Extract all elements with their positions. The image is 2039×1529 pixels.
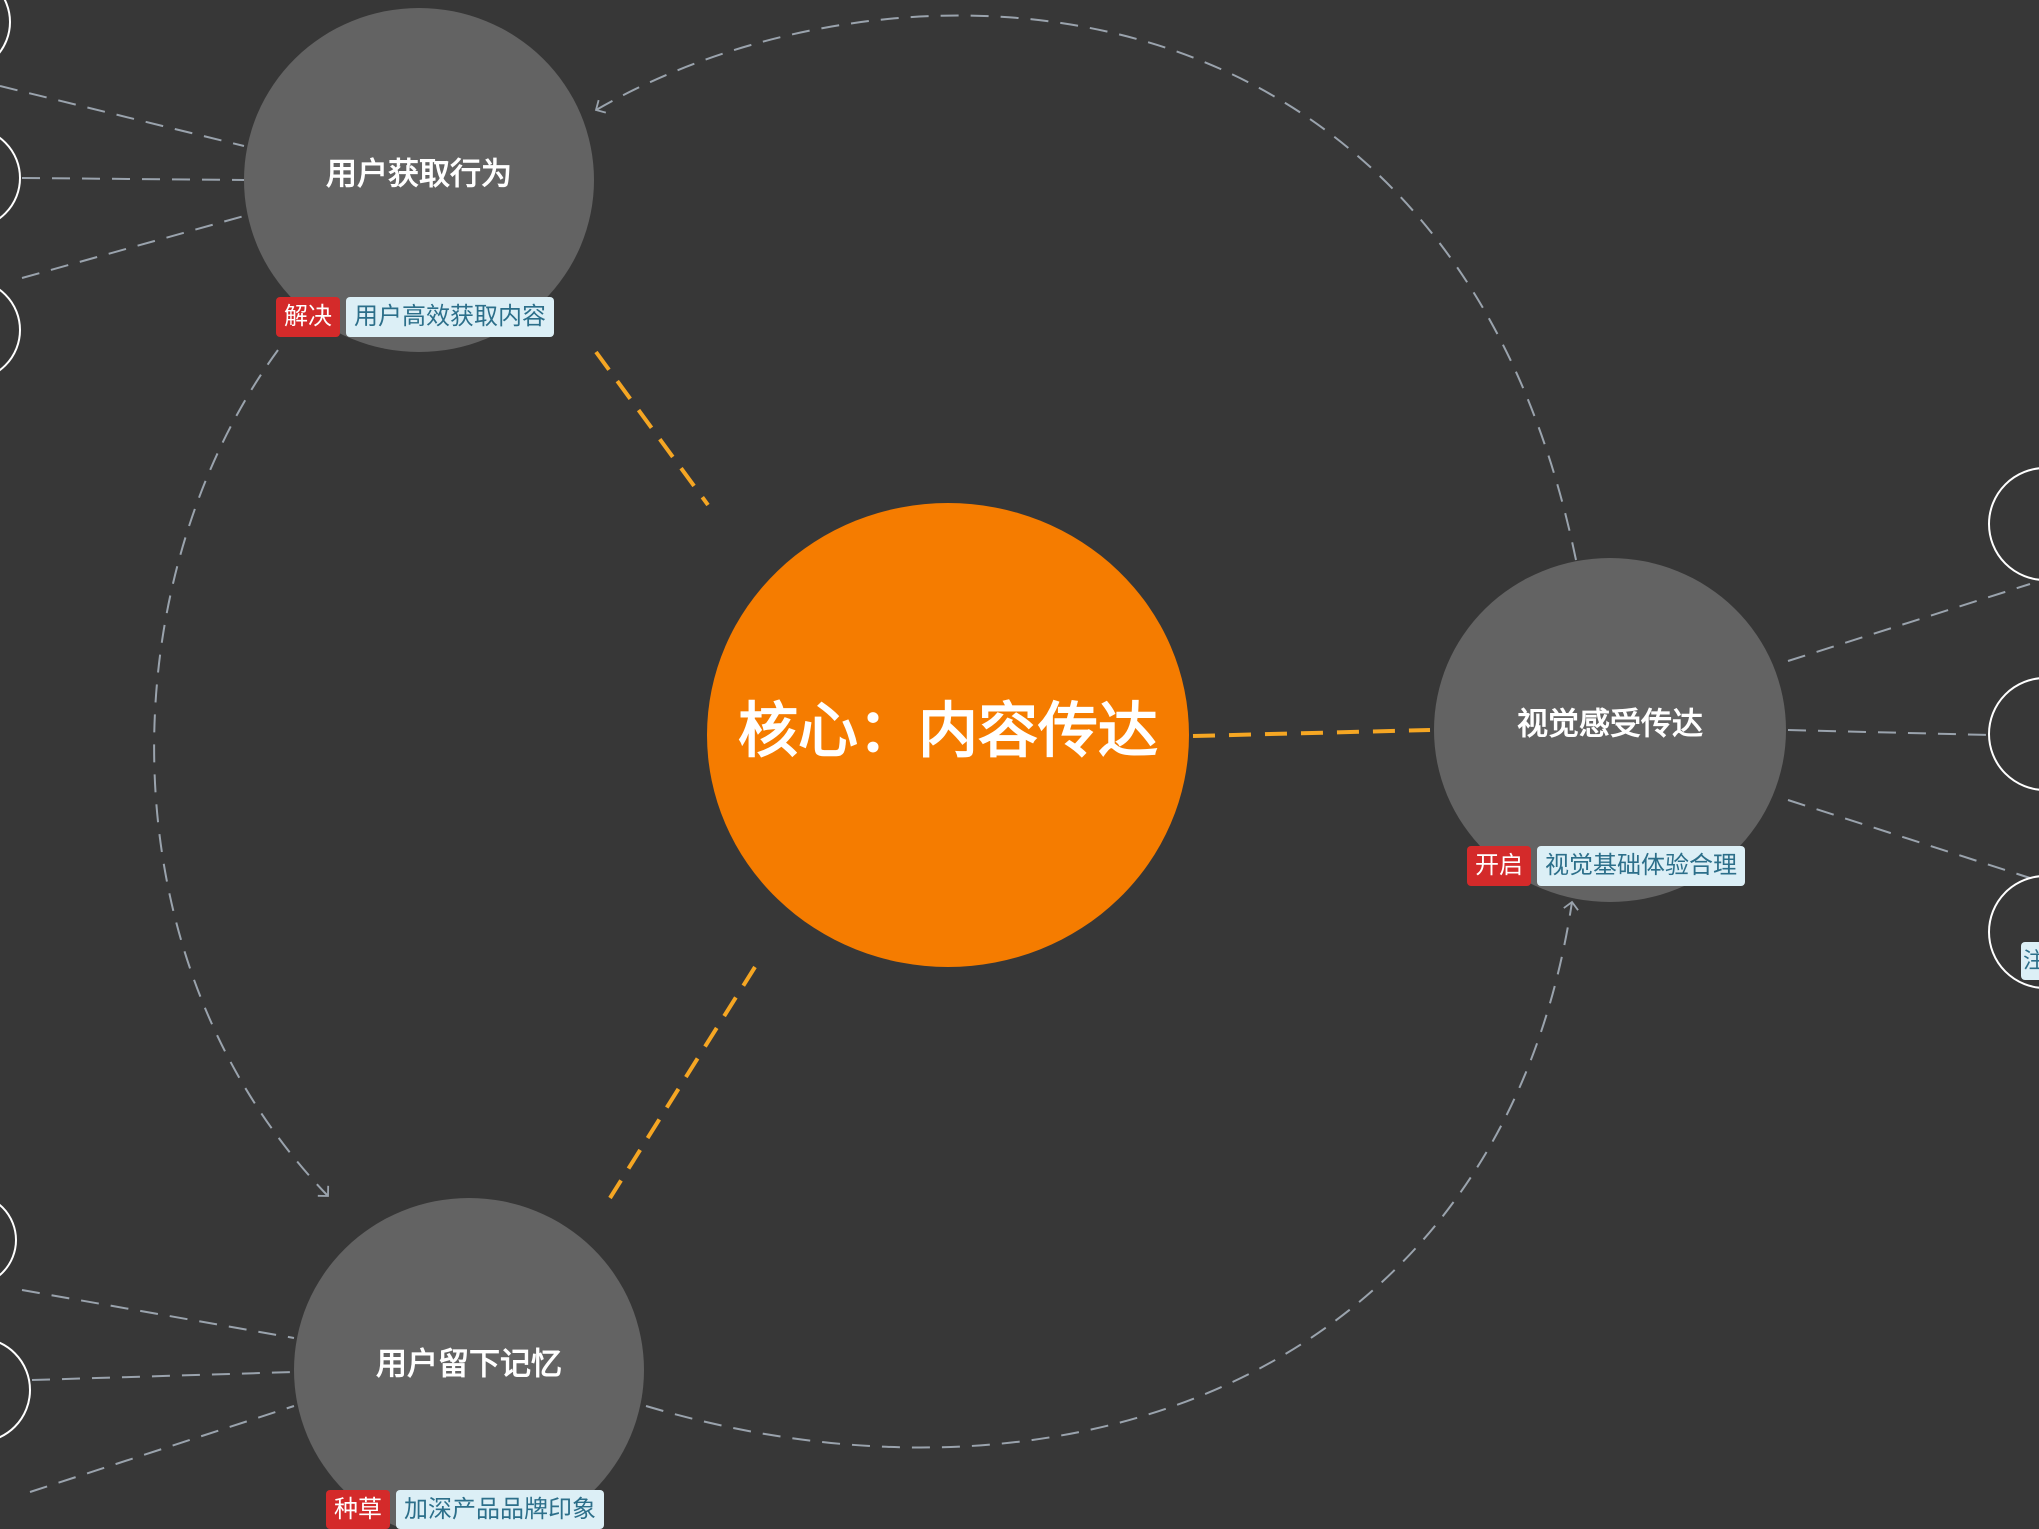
leaf-link [21,215,245,279]
leaf-links [0,85,2031,1493]
edge-circle[interactable] [0,280,21,380]
node-memory-tag-label: 种草 [334,1495,382,1523]
leaf-link [31,1371,295,1381]
node-memory-tag: 种草 加深产品品牌印象 [326,1490,604,1529]
edge-circle[interactable] [0,0,11,72]
core-link-memory [608,965,757,1200]
core-link-visual [1192,728,1431,738]
partial-edge-tag: 注 [2021,942,2039,980]
edge-circles [0,0,2039,1442]
edge-circle[interactable] [1988,677,2039,791]
leaf-link [21,177,245,181]
connector-visual-to-acquire [594,14,1577,561]
node-memory-title: 用户留下记忆 [376,1347,562,1383]
node-acquire-tag: 解决 用户高效获取内容 [276,297,554,337]
node-visual-tag: 开启 视觉基础体验合理 [1467,846,1745,886]
core-link-acquire [594,350,710,507]
partial-edge-tag-text: 注 [2023,949,2039,974]
node-visual-tag-text: 视觉基础体验合理 [1545,851,1737,879]
leaf-link [21,1289,295,1339]
edge-circle[interactable] [0,1194,17,1286]
leaf-link [29,1405,295,1493]
leaf-link [1787,729,1990,736]
core-links [594,350,1431,1200]
leaf-link [1787,799,2031,879]
node-acquire[interactable]: 用户获取行为 解决 用户高效获取内容 [244,8,594,352]
edge-circle[interactable] [0,1338,31,1442]
edge-circle[interactable] [1988,467,2039,581]
node-acquire-tag-text: 用户高效获取内容 [354,302,546,330]
node-acquire-tag-label: 解决 [284,302,332,330]
cycle-connectors [153,14,1579,1449]
node-visual-tag-label: 开启 [1475,851,1523,879]
edge-circle[interactable] [1988,875,2039,989]
node-visual[interactable]: 视觉感受传达 开启 视觉基础体验合理 [1434,558,1786,902]
node-acquire-title: 用户获取行为 [326,157,512,193]
leaf-link [0,85,245,147]
leaf-link [1787,583,2031,662]
node-visual-title: 视觉感受传达 [1517,707,1703,743]
node-memory[interactable]: 用户留下记忆 种草 加深产品品牌印象 [294,1198,644,1529]
edge-circle[interactable] [0,128,21,228]
core-node[interactable]: 核心：内容传达 [707,503,1189,967]
node-memory-tag-text: 加深产品品牌印象 [404,1495,596,1523]
connector-memory-to-visual [645,900,1579,1449]
connector-acquire-to-memory [153,349,330,1197]
core-title: 核心：内容传达 [738,697,1158,767]
